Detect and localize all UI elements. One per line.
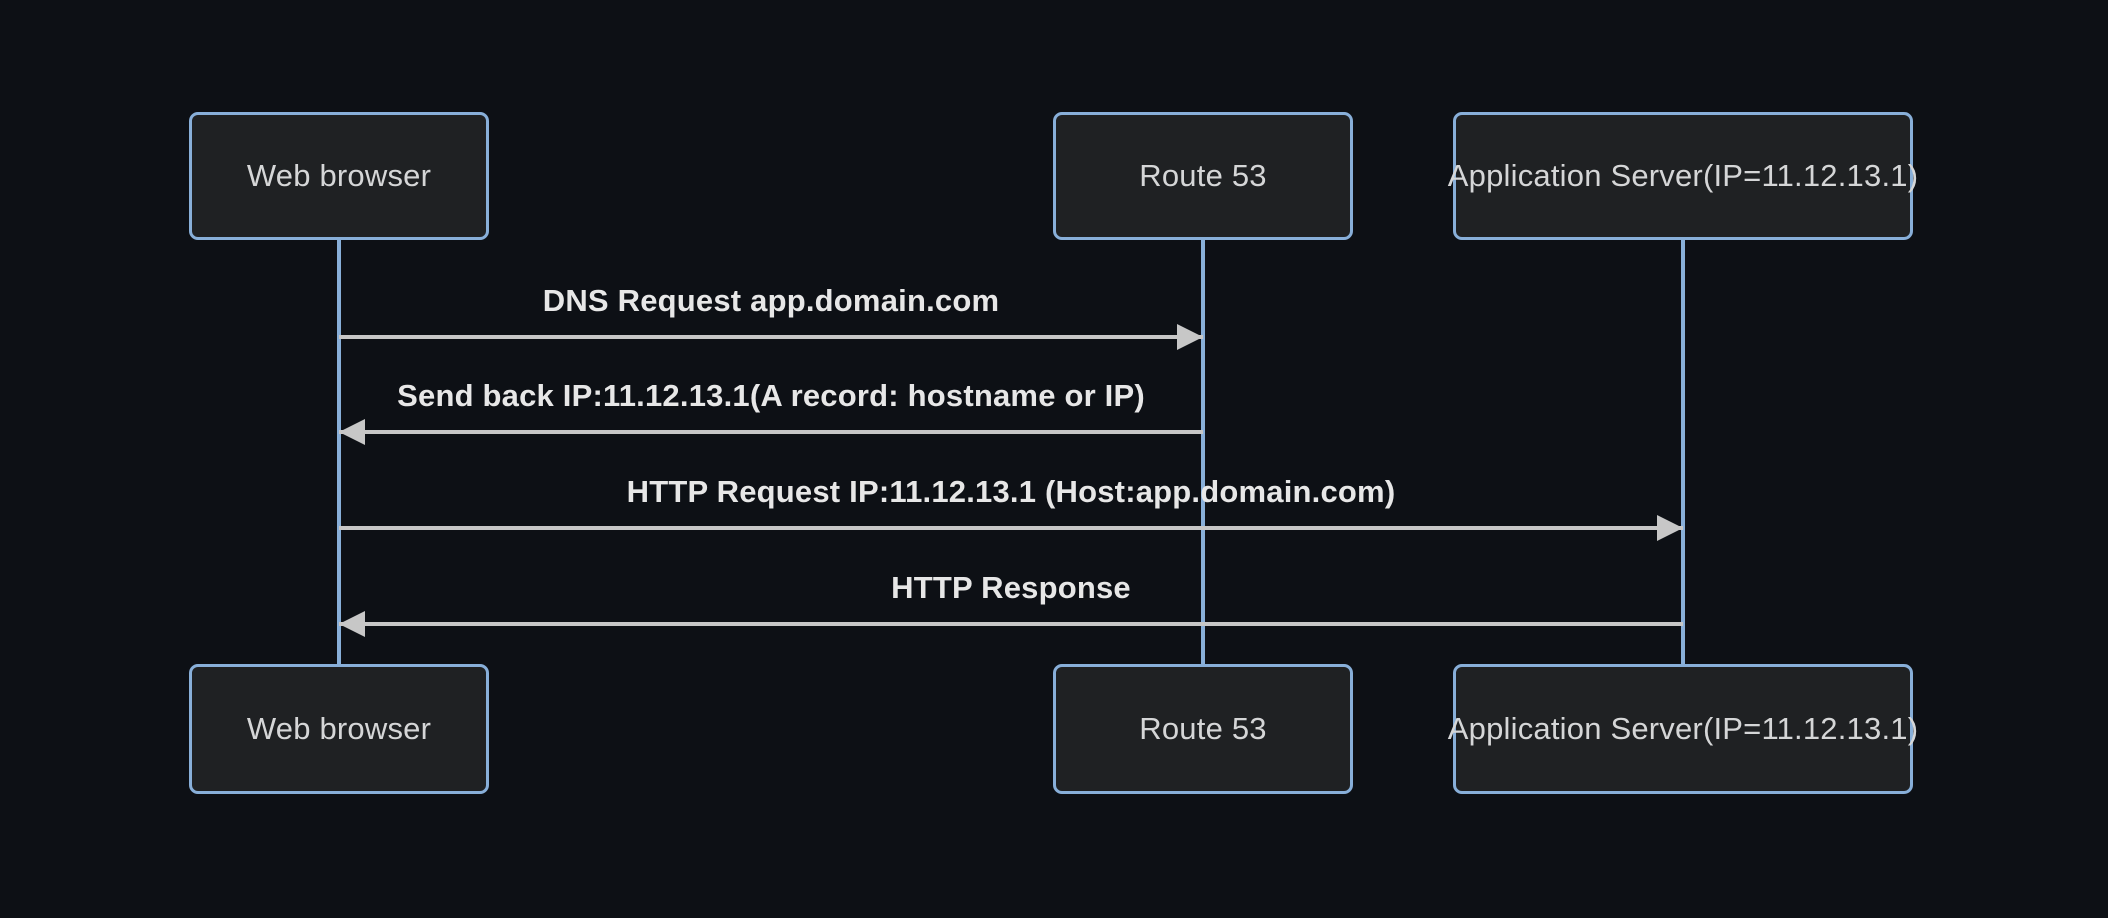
message-label-send-back-ip: Send back IP:11.12.13.1(A record: hostna…	[397, 378, 1145, 413]
actor-bottom-application-server: Application Server(IP=11.12.13.1)	[1448, 664, 1918, 794]
message-line-http-response	[339, 622, 1683, 626]
arrowhead-right-icon	[1657, 515, 1683, 541]
message-line-http-request	[339, 526, 1683, 530]
actor-label: Route 53	[1139, 158, 1267, 193]
message-label-http-response: HTTP Response	[891, 570, 1131, 605]
arrowhead-right-icon	[1177, 324, 1203, 350]
lifeline-route-53	[1201, 240, 1205, 664]
actor-top-web-browser: Web browser	[189, 112, 489, 240]
actor-label: Route 53	[1139, 711, 1267, 746]
message-line-send-back-ip	[339, 430, 1203, 434]
arrowhead-left-icon	[339, 611, 365, 637]
actor-label: Web browser	[246, 158, 432, 193]
actor-top-route-53: Route 53	[1053, 112, 1353, 240]
message-label-http-request: HTTP Request IP:11.12.13.1 (Host:app.dom…	[626, 474, 1396, 509]
message-label-dns-request: DNS Request app.domain.com	[542, 283, 1000, 318]
message-line-dns-request	[339, 335, 1203, 339]
arrowhead-left-icon	[339, 419, 365, 445]
lifeline-application-server	[1681, 240, 1685, 664]
actor-top-application-server: Application Server(IP=11.12.13.1)	[1448, 112, 1918, 240]
actor-label: Application Server(IP=11.12.13.1)	[1447, 711, 1919, 746]
actor-bottom-route-53: Route 53	[1053, 664, 1353, 794]
lifeline-web-browser	[337, 240, 341, 664]
actor-bottom-web-browser: Web browser	[189, 664, 489, 794]
actor-label: Application Server(IP=11.12.13.1)	[1447, 158, 1919, 193]
actor-label: Web browser	[246, 711, 432, 746]
